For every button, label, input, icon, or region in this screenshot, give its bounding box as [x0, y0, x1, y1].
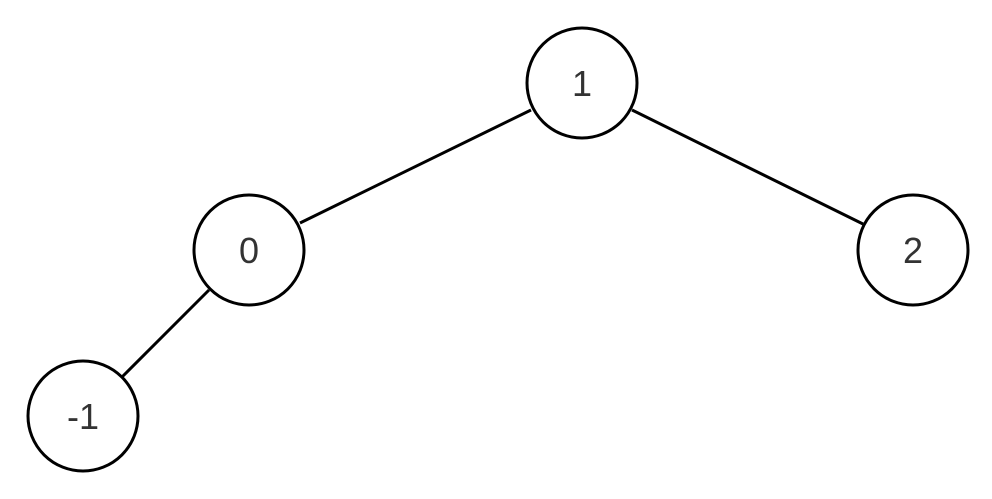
- tree-node-2: 2: [856, 193, 970, 307]
- edge-0-minus1: [120, 288, 211, 379]
- edge-1-2: [631, 108, 864, 226]
- node-label: 2: [903, 230, 923, 271]
- tree-node-minus1: -1: [26, 359, 140, 473]
- tree-node-1: 1: [525, 26, 639, 140]
- node-label: -1: [67, 396, 99, 437]
- node-label: 1: [572, 63, 592, 104]
- tree-node-0: 0: [192, 193, 306, 307]
- node-label: 0: [239, 230, 259, 271]
- edge-1-0: [299, 108, 532, 225]
